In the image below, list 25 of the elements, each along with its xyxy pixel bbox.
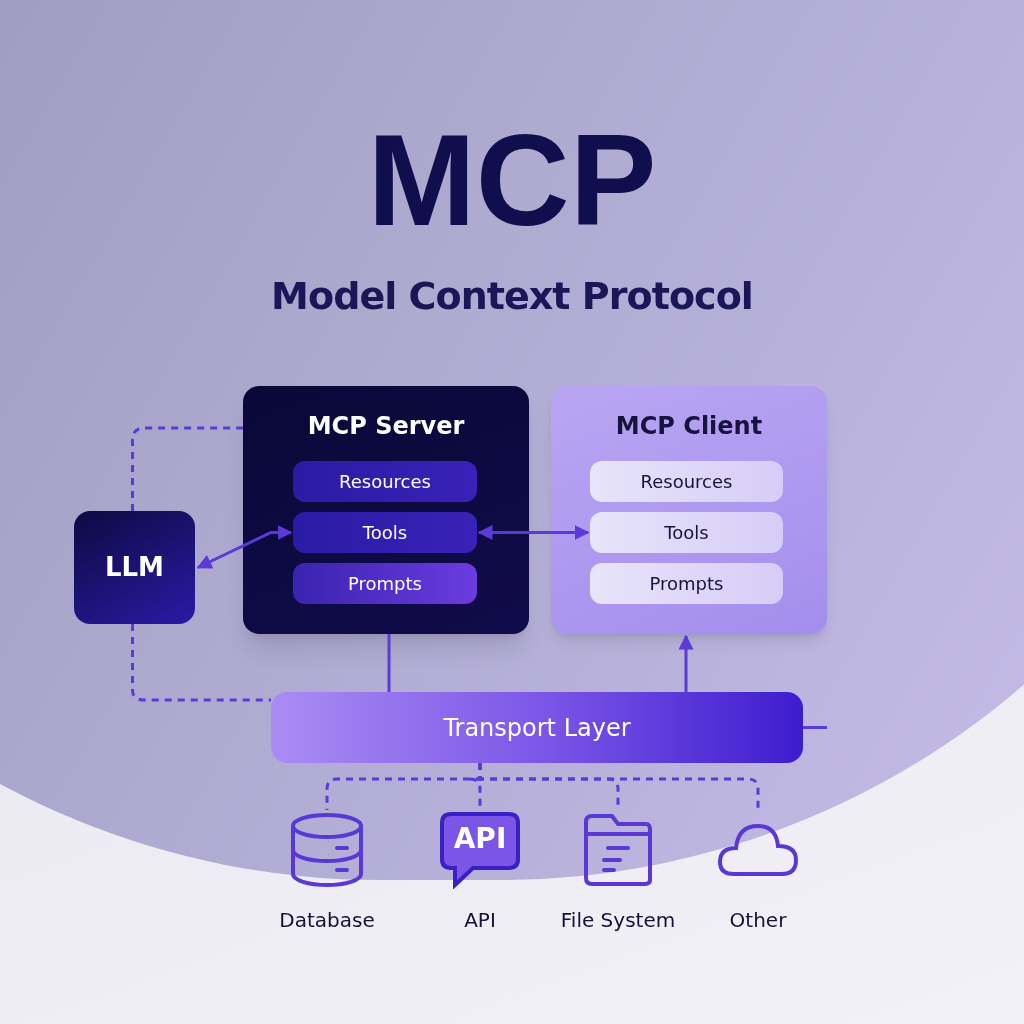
arrow [196, 525, 293, 569]
feature-pill: Resources [590, 461, 783, 502]
arrow [678, 634, 694, 692]
dashed-connector [131, 624, 271, 702]
title: MCP [366, 106, 658, 255]
icon-label: API [464, 907, 496, 934]
panel-heading: MCP Server [306, 411, 466, 442]
icon-text: API [452, 821, 508, 857]
panel-heading: MCP Client [614, 411, 764, 442]
feature-pill: Tools [293, 512, 477, 553]
icon-label: Other [729, 907, 787, 934]
feature-pill: Tools [590, 512, 783, 553]
arrow [477, 525, 590, 540]
feature-pill: Resources [293, 461, 477, 502]
feature-pill: Prompts [293, 563, 477, 604]
icon-label: Database [279, 907, 375, 934]
icon-label: File System [560, 907, 676, 934]
server-panel [243, 386, 529, 634]
llm-box: LLM [74, 511, 195, 624]
dashed-connector [478, 763, 760, 810]
client-panel [551, 386, 827, 634]
subtitle: Model Context Protocol [270, 273, 754, 320]
transport-bar: Transport Layer [271, 692, 803, 763]
dashed-connector [131, 426, 243, 511]
feature-pill: Prompts [590, 563, 783, 604]
